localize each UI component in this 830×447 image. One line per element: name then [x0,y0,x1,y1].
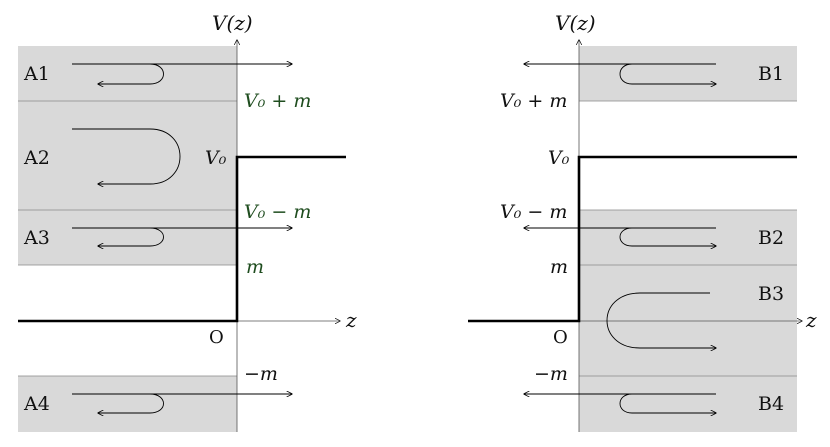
potential-step-right [468,155,797,323]
axis-v-label-right: V(z) [555,11,596,35]
origin-label-left: O [209,327,224,348]
arrow-B3-reflected [606,292,716,348]
region-label-B3: B3 [758,283,784,305]
left-panel: V(z) z O V₀ V₀ + m V₀ − m m −m A1 A2 A3 … [18,11,357,432]
v0-plus-m-label-right: V₀ + m [500,90,567,112]
v0-plus-m-label-left: V₀ + m [244,90,311,112]
v0-label-right: V₀ [548,147,570,169]
arrow-B4-reflected [619,393,716,413]
band-A3 [18,210,237,265]
axis-z-label-left: z [345,308,357,332]
potential-step-left [18,155,346,323]
right-panel: V(z) z O V₀ V₀ + m V₀ − m m −m B1 B2 B3 … [468,11,817,432]
neg-m-label-right: −m [534,363,568,385]
neg-m-label-left: −m [244,363,278,385]
region-label-B2: B2 [758,227,784,249]
v0-minus-m-label-right: V₀ − m [500,201,567,223]
m-label-right: m [550,256,568,278]
band-A1-A2 [18,46,237,210]
arrow-A3-reflected [98,227,164,246]
region-label-B4: B4 [758,393,784,415]
region-label-A4: A4 [23,393,50,415]
region-label-A2: A2 [23,147,50,169]
arrow-A1-reflected [98,63,164,84]
m-label-left: m [246,256,264,278]
region-label-A1: A1 [23,63,50,85]
v0-label-left: V₀ [205,147,227,169]
arrow-A2-reflected [72,128,181,184]
arrow-B1-reflected [619,63,716,84]
band-B1 [579,46,797,101]
arrow-B2-reflected [619,227,716,246]
region-label-A3: A3 [23,227,50,249]
axis-z-label-right: z [805,308,817,332]
band-A4 [18,376,237,432]
origin-label-right: O [553,327,568,348]
v0-minus-m-label-left: V₀ − m [244,201,311,223]
arrow-A4-reflected [98,393,164,413]
region-label-B1: B1 [758,63,784,85]
axis-v-label-left: V(z) [212,11,253,35]
